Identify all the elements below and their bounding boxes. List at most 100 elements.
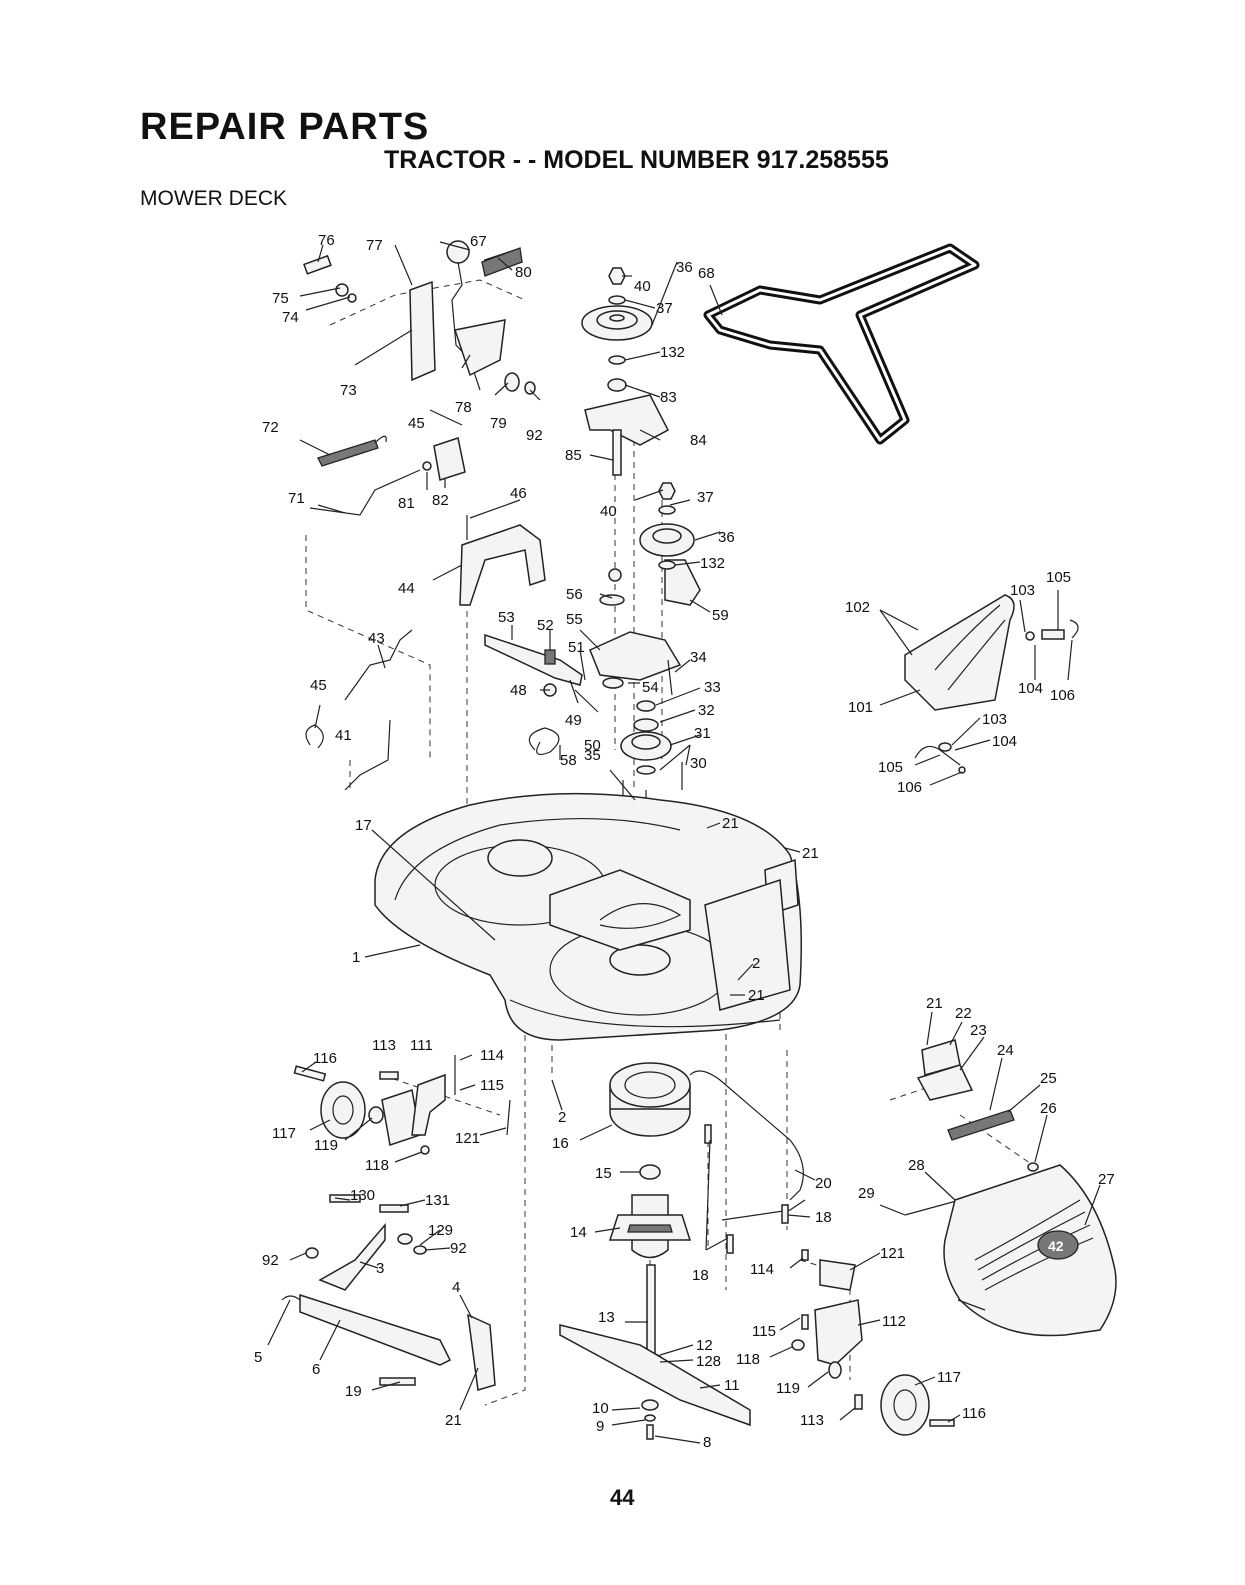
- callout-53: 53: [498, 609, 515, 626]
- spindle-assembly: [559, 1062, 751, 1440]
- callout-37: 37: [656, 300, 673, 317]
- callout-79: 79: [490, 415, 507, 432]
- callout-105b: 105: [878, 759, 903, 776]
- callout-101: 101: [848, 699, 873, 716]
- deflector-hinge: [904, 1039, 1039, 1216]
- callout-21a: 21: [722, 815, 739, 832]
- callout-40b: 40: [600, 503, 617, 520]
- callout-21d: 21: [445, 1412, 462, 1429]
- callout-33: 33: [704, 679, 721, 696]
- callout-68: 68: [698, 265, 715, 282]
- callout-10: 10: [592, 1400, 609, 1417]
- callout-14: 14: [570, 1224, 587, 1241]
- callout-103a: 103: [1010, 582, 1035, 599]
- callout-115b: 115: [752, 1323, 776, 1340]
- callout-121b: 121: [880, 1245, 905, 1262]
- callout-58: 58: [560, 752, 577, 769]
- callout-56: 56: [566, 586, 583, 603]
- callout-130: 130: [350, 1187, 375, 1204]
- callout-92c: 92: [262, 1252, 279, 1269]
- callout-117a: 117: [272, 1125, 296, 1142]
- callout-22: 22: [955, 1005, 972, 1022]
- callout-119b: 119: [776, 1380, 800, 1397]
- callout-131: 131: [425, 1192, 450, 1209]
- belt-guard: [459, 515, 546, 606]
- callout-24: 24: [997, 1042, 1014, 1059]
- callout-129: 129: [428, 1222, 453, 1239]
- upper-pulley-stack: [581, 267, 670, 476]
- callout-21c: 21: [748, 987, 765, 1004]
- callout-1: 1: [352, 949, 360, 966]
- spring-and-rod: [309, 435, 466, 516]
- callout-102: 102: [845, 599, 870, 616]
- callout-18b: 18: [692, 1267, 709, 1284]
- callout-116b: 116: [962, 1405, 986, 1422]
- callout-34: 34: [690, 649, 707, 666]
- callout-116a: 116: [313, 1050, 337, 1067]
- callout-27: 27: [1098, 1171, 1115, 1188]
- callout-82: 82: [432, 492, 449, 509]
- callout-25: 25: [1040, 1070, 1057, 1087]
- spindle-pulley-stack: [620, 700, 683, 815]
- callout-4: 4: [452, 1279, 460, 1296]
- callout-118a: 118: [365, 1157, 389, 1174]
- callout-51: 51: [568, 639, 585, 656]
- left-gauge-wheel: [293, 1055, 511, 1155]
- callout-128: 128: [696, 1353, 721, 1370]
- callout-36: 36: [676, 259, 693, 276]
- callout-121a: 121: [455, 1130, 480, 1147]
- callout-71: 71: [288, 490, 305, 507]
- mower-deck-housing: [374, 792, 802, 1041]
- callout-81: 81: [398, 495, 415, 512]
- callout-21b: 21: [802, 845, 819, 862]
- callout-73: 73: [340, 382, 357, 399]
- middle-pulley-stack: [639, 482, 695, 570]
- callout-26: 26: [1040, 1100, 1057, 1117]
- idler-arm-group: [484, 559, 701, 755]
- lift-links: [305, 629, 413, 791]
- callout-52: 52: [537, 617, 554, 634]
- callout-32: 32: [698, 702, 715, 719]
- belt-keepers: [689, 1070, 806, 1254]
- callout-104b: 104: [992, 733, 1017, 750]
- callout-43: 43: [368, 630, 385, 647]
- callout-83: 83: [660, 389, 677, 406]
- lift-bracket-assembly: [281, 1194, 496, 1391]
- callout-48: 48: [510, 682, 527, 699]
- callout-85: 85: [565, 447, 582, 464]
- callout-29: 29: [858, 1185, 875, 1202]
- callout-119a: 119: [314, 1137, 338, 1154]
- callout-117b: 117: [937, 1369, 961, 1386]
- callout-104a: 104: [1018, 680, 1043, 697]
- callout-17: 17: [355, 817, 372, 834]
- right-gauge-wheel: [791, 1249, 955, 1436]
- callout-114a: 114: [480, 1047, 504, 1064]
- callout-8: 8: [703, 1434, 711, 1451]
- model-subtitle: TRACTOR - - MODEL NUMBER 917.258555: [384, 146, 889, 174]
- callout-30: 30: [690, 755, 707, 772]
- callout-49: 49: [565, 712, 582, 729]
- callout-74: 74: [282, 309, 299, 326]
- deflector-small: [904, 594, 1079, 774]
- callout-67: 67: [470, 233, 487, 250]
- discharge-chute: [943, 1164, 1117, 1337]
- callout-45: 45: [408, 415, 425, 432]
- callout-111: 111: [410, 1037, 433, 1054]
- callout-45b: 45: [310, 677, 327, 694]
- callout-35: 35: [584, 747, 601, 764]
- deck-size-badge: 42: [1048, 1238, 1064, 1254]
- callout-77: 77: [366, 237, 383, 254]
- callout-6: 6: [312, 1361, 320, 1378]
- callout-28: 28: [908, 1157, 925, 1174]
- callout-41: 41: [335, 727, 352, 744]
- callout-132: 132: [660, 344, 685, 361]
- callout-50: 50: [584, 737, 601, 754]
- callout-114b: 114: [750, 1261, 774, 1278]
- callout-3: 3: [376, 1260, 384, 1277]
- callout-112: 112: [882, 1313, 906, 1330]
- page-title: REPAIR PARTS: [140, 106, 430, 148]
- callout-15: 15: [595, 1165, 612, 1182]
- callout-5: 5: [254, 1349, 262, 1366]
- callout-2: 2: [752, 955, 760, 972]
